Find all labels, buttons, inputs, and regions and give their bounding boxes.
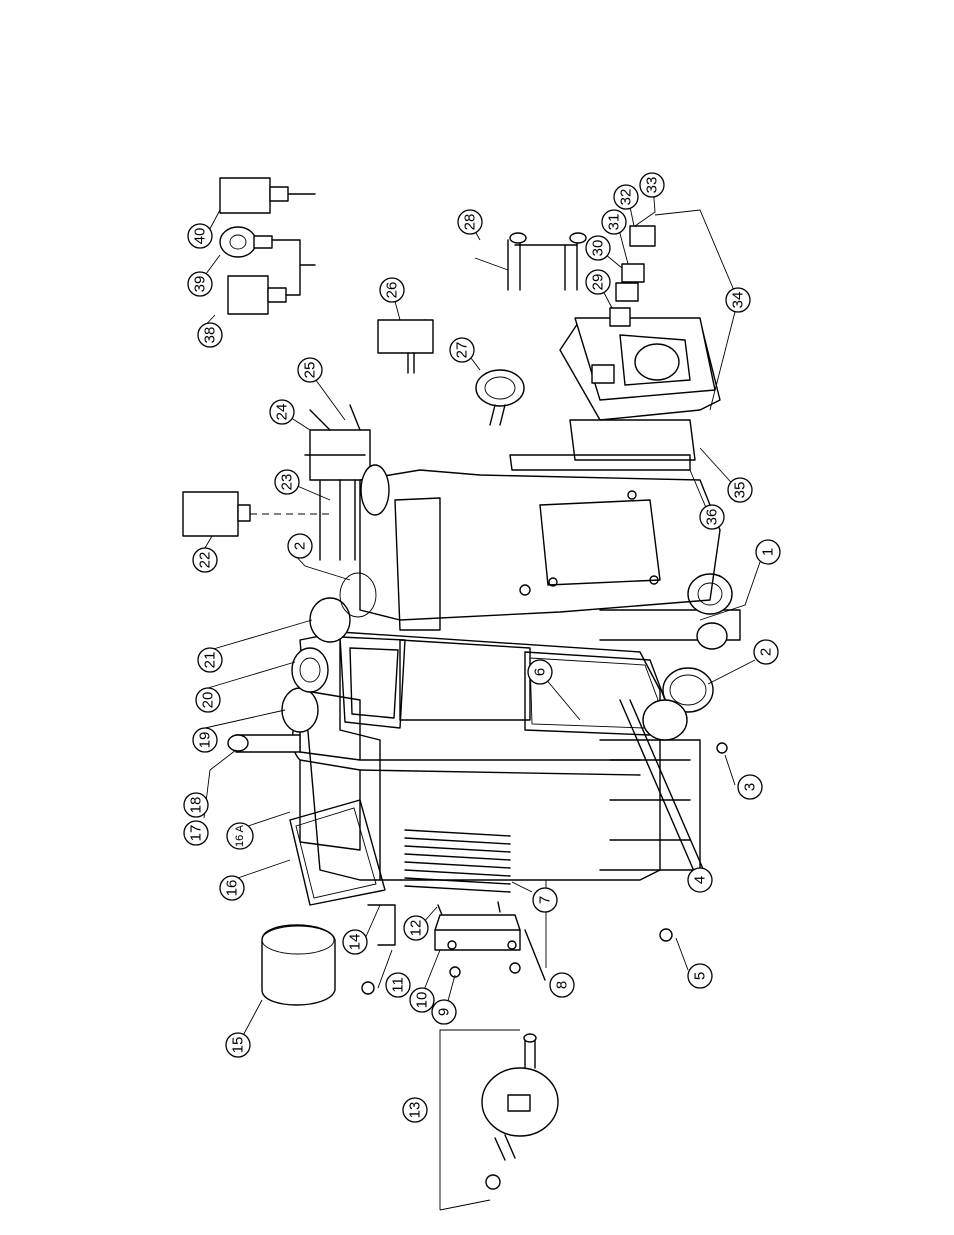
callout-c12: 12 bbox=[404, 916, 428, 940]
callout-c13: 13 bbox=[403, 1098, 427, 1122]
callout-text: 8 bbox=[554, 981, 571, 989]
callout-c26: 26 bbox=[380, 278, 404, 302]
inspection-door bbox=[482, 1034, 558, 1189]
callout-text: 21 bbox=[202, 652, 219, 669]
boiler-body bbox=[293, 574, 741, 892]
callout-text: 2 bbox=[758, 648, 775, 656]
callout-c30: 30 bbox=[586, 236, 610, 260]
callout-text: 30 bbox=[590, 240, 607, 257]
callout-c32: 32 bbox=[614, 185, 638, 209]
sensor-parts bbox=[220, 178, 315, 314]
callout-text: 27 bbox=[454, 342, 471, 359]
callout-text: 28 bbox=[462, 214, 479, 231]
callout-c22: 22 bbox=[193, 548, 217, 572]
callout-c31: 31 bbox=[602, 210, 626, 234]
callout-text: 32 bbox=[618, 189, 635, 206]
callout-text: 19 bbox=[197, 732, 214, 749]
callout-text: 13 bbox=[407, 1102, 424, 1119]
callout-text: 35 bbox=[732, 482, 749, 499]
callout-text: 22 bbox=[197, 552, 214, 569]
callout-text: 11 bbox=[390, 977, 407, 993]
callout-c20: 20 bbox=[196, 688, 220, 712]
callout-c25: 25 bbox=[298, 358, 322, 382]
callout-c2a: 2 bbox=[288, 534, 312, 558]
callout-c27: 27 bbox=[450, 338, 474, 362]
burner-bracket-parts bbox=[362, 743, 727, 994]
callout-text: 1 bbox=[760, 548, 777, 556]
callout-c24: 24 bbox=[270, 400, 294, 424]
callout-c4: 4 bbox=[688, 868, 712, 892]
rod-assembly bbox=[508, 233, 586, 290]
callout-text: 16 A bbox=[234, 824, 246, 847]
gauge bbox=[476, 370, 524, 425]
callout-c8: 8 bbox=[550, 973, 574, 997]
callout-c5: 5 bbox=[688, 964, 712, 988]
callout-c35: 35 bbox=[728, 478, 752, 502]
callout-c16a: 16 A bbox=[227, 823, 253, 849]
callout-text: 24 bbox=[274, 404, 291, 421]
callout-text: 14 bbox=[347, 934, 364, 951]
callout-text: 2 bbox=[292, 542, 309, 550]
callout-c6: 6 bbox=[528, 660, 552, 684]
callout-c15: 15 bbox=[226, 1033, 250, 1057]
callout-c29: 29 bbox=[586, 270, 610, 294]
callout-text: 25 bbox=[302, 362, 319, 379]
callout-c17: 17 bbox=[184, 821, 208, 845]
callout-c3: 3 bbox=[738, 775, 762, 799]
callout-c18: 18 bbox=[184, 793, 208, 817]
callout-c2b: 2 bbox=[754, 640, 778, 664]
callout-c36: 36 bbox=[700, 505, 724, 529]
callout-c34: 34 bbox=[726, 288, 750, 312]
callout-text: 36 bbox=[704, 509, 721, 526]
callout-text: 40 bbox=[192, 228, 209, 245]
callout-text: 7 bbox=[537, 896, 554, 904]
callout-c28: 28 bbox=[458, 210, 482, 234]
callout-c39: 39 bbox=[188, 272, 212, 296]
rear-jacket-panel bbox=[360, 470, 720, 630]
callout-text: 15 bbox=[230, 1037, 247, 1054]
callout-c38: 38 bbox=[198, 323, 222, 347]
callout-text: 39 bbox=[192, 276, 209, 293]
callout-text: 20 bbox=[200, 692, 217, 709]
callout-text: 16 bbox=[224, 880, 241, 897]
callout-text: 10 bbox=[414, 992, 431, 1009]
callout-text: 23 bbox=[279, 474, 296, 491]
callout-c19: 19 bbox=[193, 728, 217, 752]
callout-text: 5 bbox=[692, 972, 709, 980]
callout-text: 29 bbox=[590, 274, 607, 291]
callout-text: 34 bbox=[730, 292, 747, 309]
callout-c7: 7 bbox=[533, 888, 557, 912]
callout-c11: 11 bbox=[386, 973, 410, 997]
callout-c1: 1 bbox=[756, 540, 780, 564]
callout-c33: 33 bbox=[640, 173, 664, 197]
callout-c40: 40 bbox=[188, 224, 212, 248]
callout-c21: 21 bbox=[198, 648, 222, 672]
callout-text: 26 bbox=[384, 282, 401, 299]
flue-pins bbox=[405, 830, 510, 892]
callout-c16: 16 bbox=[220, 876, 244, 900]
callout-text: 6 bbox=[532, 668, 549, 676]
callout-c9: 9 bbox=[432, 1000, 456, 1024]
callout-text: 18 bbox=[188, 797, 205, 814]
callout-text: 3 bbox=[742, 783, 759, 791]
callout-c14: 14 bbox=[343, 930, 367, 954]
callout-text: 33 bbox=[644, 177, 661, 194]
callout-text: 31 bbox=[606, 214, 623, 231]
callout-text: 38 bbox=[202, 327, 219, 344]
callout-text: 4 bbox=[692, 876, 709, 884]
callout-text: 12 bbox=[408, 920, 425, 937]
callout-c10: 10 bbox=[410, 988, 434, 1012]
relay-box bbox=[378, 320, 433, 373]
callout-text: 17 bbox=[188, 825, 205, 842]
callout-text: 9 bbox=[436, 1008, 453, 1016]
callout-c23: 23 bbox=[275, 470, 299, 494]
